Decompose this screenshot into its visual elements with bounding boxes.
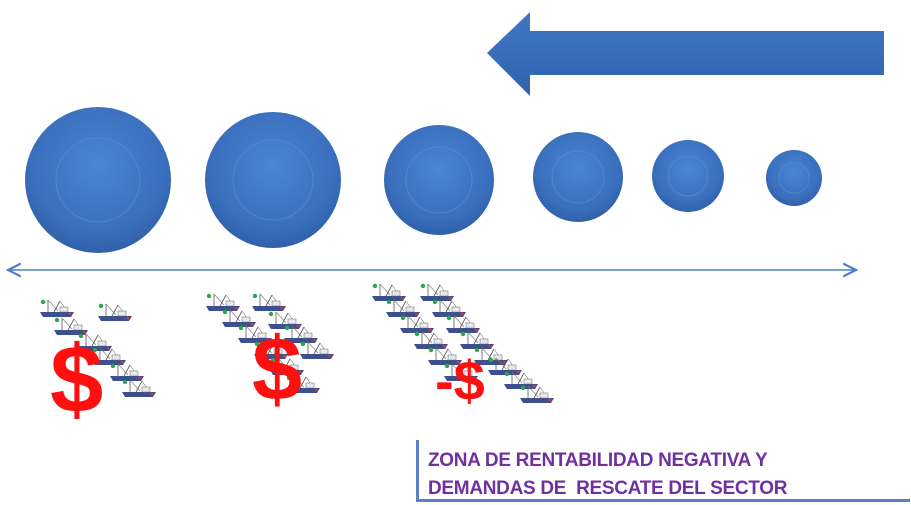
zone-box [416, 440, 910, 502]
fishing-boat-icon [386, 299, 420, 317]
fishing-boat-icon [286, 375, 320, 393]
fishing-boat-icon [284, 325, 318, 343]
zone-label-line-2: DEMANDAS DE RESCATE DEL SECTOR [428, 478, 788, 499]
fishing-boat-icon [300, 341, 334, 359]
fishing-boat-icon [254, 341, 288, 359]
fishing-boat-icon [238, 325, 272, 343]
circle-row [25, 107, 822, 253]
fishing-boat-icon [446, 315, 480, 333]
zone-label: ZONA DE RENTABILIDAD NEGATIVA Y DEMANDAS… [428, 447, 787, 503]
fishing-boat-icon [54, 317, 88, 335]
circle-6 [766, 150, 822, 206]
fishing-boat-icon [400, 315, 434, 333]
fishing-boat-icon [504, 371, 538, 389]
fishing-boat-icon [40, 299, 74, 317]
fishing-boat-icon [474, 347, 508, 365]
fishing-boat-icon [206, 293, 240, 311]
circle-2 [205, 112, 341, 248]
fishing-boat-icon [444, 363, 478, 381]
fishing-boat-icon [98, 303, 132, 321]
fishing-boat-icon [222, 309, 256, 327]
boat-fleet [40, 283, 554, 403]
dollar-sign-2: $ [252, 320, 303, 420]
fishing-boat-icon [428, 347, 462, 365]
fishing-boat-icon [110, 363, 144, 381]
fishing-boat-icon [372, 283, 406, 301]
left-arrow-icon [487, 12, 884, 96]
fishing-boat-icon [420, 283, 454, 301]
negative-dollar-sign: -$ [435, 349, 485, 412]
fishing-boat-icon [270, 357, 304, 375]
zone-label-line-1: ZONA DE RENTABILIDAD NEGATIVA Y [428, 450, 768, 471]
circle-3 [384, 125, 494, 235]
circle-5 [652, 140, 724, 212]
fishing-boat-icon [460, 331, 494, 349]
circle-1 [25, 107, 171, 253]
fishing-boat-icon [122, 379, 156, 397]
fishing-boat-icon [432, 299, 466, 317]
fishing-boat-icon [252, 293, 286, 311]
dollar-sign-1: $ [50, 326, 104, 433]
fishing-boat-icon [414, 331, 448, 349]
fishing-boat-icon [520, 385, 554, 403]
fishing-boat-icon [92, 347, 126, 365]
circle-4 [533, 132, 623, 222]
